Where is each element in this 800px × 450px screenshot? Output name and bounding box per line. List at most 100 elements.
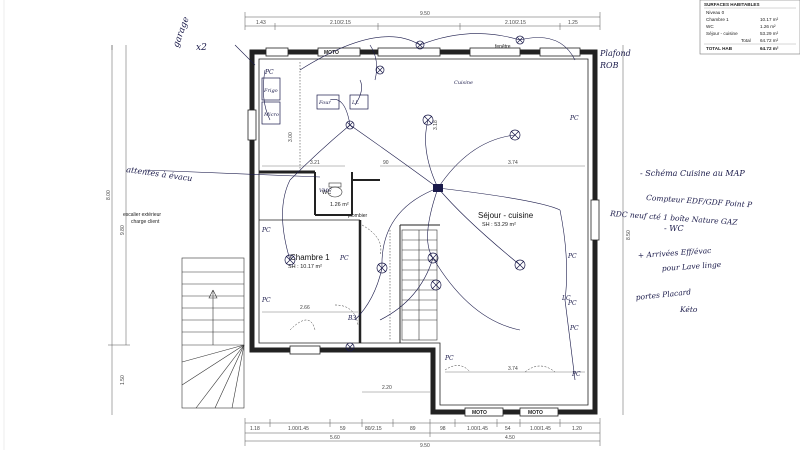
ceiling-light-icon	[427, 252, 439, 264]
dim-label: 9.80	[120, 225, 126, 235]
annotation: Compteur EDF/GDF Point P	[646, 193, 753, 209]
dim-label: 1.00/1.45	[530, 426, 551, 432]
ceiling-light-icon	[422, 114, 434, 126]
motor-label: MOTO	[472, 410, 487, 416]
table-row-label: WC	[706, 24, 714, 29]
dim-label: 90	[383, 160, 389, 166]
dim-label: 89	[410, 426, 416, 432]
annotation: attentes à évacu	[126, 165, 193, 183]
annotation: garage	[171, 16, 191, 49]
appliance-label: Four	[318, 100, 331, 106]
ceiling-light-icon	[430, 279, 442, 291]
dim-label: 2.66	[300, 305, 310, 311]
dim-label: 4.50	[505, 435, 515, 441]
motor-label: MOTO	[324, 50, 339, 56]
socket-label: LC	[561, 295, 571, 302]
socket-label: PC	[444, 355, 454, 362]
dim-label: 5.60	[330, 435, 340, 441]
annotation: Plafond	[599, 49, 631, 58]
motor-label: MOTO	[528, 410, 543, 416]
surface-table-level: Niveau 0	[706, 10, 725, 15]
kitchen-appliances	[261, 77, 369, 125]
ceiling-light-icon	[514, 259, 526, 271]
ceiling-light-icon	[376, 262, 388, 274]
windows	[247, 47, 600, 417]
ceiling-light-icon	[509, 129, 521, 141]
dimension-labels: 9.50 2.10/2.15 2.10/2.15 1.43 1.25 1.18 …	[106, 11, 632, 449]
dim-label: 3.21	[310, 160, 320, 166]
dim-label: 2.20	[382, 385, 392, 391]
annotation: ROB	[599, 61, 619, 70]
dim-label: 3.74	[508, 366, 518, 372]
margin-marks	[3, 0, 113, 450]
surface-table-total-label: TOTAL HAB	[706, 46, 733, 51]
dim-label: 9.50	[420, 443, 430, 449]
socket-label: PC	[569, 115, 579, 122]
surface-table-title: SURFACES HABITABLES	[704, 2, 760, 7]
table-row-value: 1.26 m²	[760, 24, 776, 29]
annotation: + Arrivées Eff/évac	[638, 246, 713, 260]
table-row-label: Séjour - cuisine	[706, 31, 738, 36]
appliance-label: LL	[351, 100, 359, 106]
dimension-lines	[108, 12, 624, 446]
dim-label: 9.50	[420, 11, 430, 17]
interior-stair	[401, 229, 438, 341]
dim-label: 1.00/1.45	[467, 426, 488, 432]
dim-label: 2.10/2.15	[330, 20, 351, 26]
dim-label: 54	[505, 426, 511, 432]
dim-label: 3.00	[288, 132, 294, 142]
inner-dimensions: 3.21 90 3.74 2.66 2.20 3.74 3.18 3.00	[262, 120, 585, 393]
socket-label: PC	[264, 69, 274, 76]
surface-table: SURFACES HABITABLES Niveau 0 Chambre 1 1…	[699, 0, 800, 55]
dim-label: 8.50	[626, 230, 632, 240]
walls	[249, 49, 598, 415]
exterior-stair-label: escalier extérieur	[123, 212, 161, 218]
socket-label: PC	[567, 253, 577, 260]
dim-label: 8.00	[106, 190, 112, 200]
dim-label: 3.18	[433, 120, 439, 130]
dim-label: 1.43	[256, 20, 266, 26]
socket-label: PC	[261, 227, 271, 234]
exterior-stair	[181, 257, 245, 409]
exterior-stair-label: charge client	[131, 219, 160, 225]
dim-label: 1.20	[572, 426, 582, 432]
ceiling-light-icon	[375, 65, 385, 75]
socket-label: PC	[569, 325, 579, 332]
dim-label: 1.00/1.45	[288, 426, 309, 432]
annotation: Kéto	[679, 305, 698, 314]
socket-label: PC	[261, 297, 271, 304]
dim-label: 1.50	[120, 375, 126, 385]
ceiling-light-icon	[515, 35, 525, 45]
ceiling-light-icon	[345, 342, 355, 352]
room-sub: plombier	[348, 213, 368, 219]
annotation: pour Lave linge	[662, 260, 723, 273]
table-row-label: Chambre 1	[706, 17, 729, 22]
socket-label: PC	[567, 300, 577, 307]
socket-label: PC	[571, 371, 581, 378]
room-name: WC	[322, 190, 331, 196]
room-name: Chambre 1	[290, 253, 330, 262]
window-label: fenêtre	[495, 44, 511, 50]
socket-labels: PC PC PC PC PC PC PC PC PC PC B3 VMC LC	[261, 69, 581, 378]
annotation: - WC	[664, 224, 684, 233]
annotation: x2	[196, 43, 207, 53]
annotation: - Schéma Cuisine au MAP	[640, 169, 745, 178]
electrical-wiring	[144, 33, 576, 381]
annotation: Cuisine	[454, 80, 473, 86]
socket-label: B3	[347, 315, 356, 322]
wc-fixture	[327, 182, 343, 198]
dim-label: 59	[340, 426, 346, 432]
ceiling-light-icon	[345, 120, 355, 130]
dim-label: 1.18	[250, 426, 260, 432]
handwritten-notes: garage x2 attentes à évacu Plafond ROB -…	[126, 16, 754, 314]
table-row-label: Total	[741, 38, 751, 43]
table-row-value: 10.17 m²	[760, 17, 779, 22]
dim-label: 3.74	[508, 160, 518, 166]
appliance-label: Micro	[263, 112, 279, 118]
ceiling-light-icon	[284, 254, 296, 266]
room-area: SH : 53.29 m²	[482, 222, 516, 228]
room-area: 1.26 m²	[330, 202, 349, 208]
dim-label: 80/2.15	[365, 426, 382, 432]
appliance-label: Frigo	[263, 88, 278, 94]
